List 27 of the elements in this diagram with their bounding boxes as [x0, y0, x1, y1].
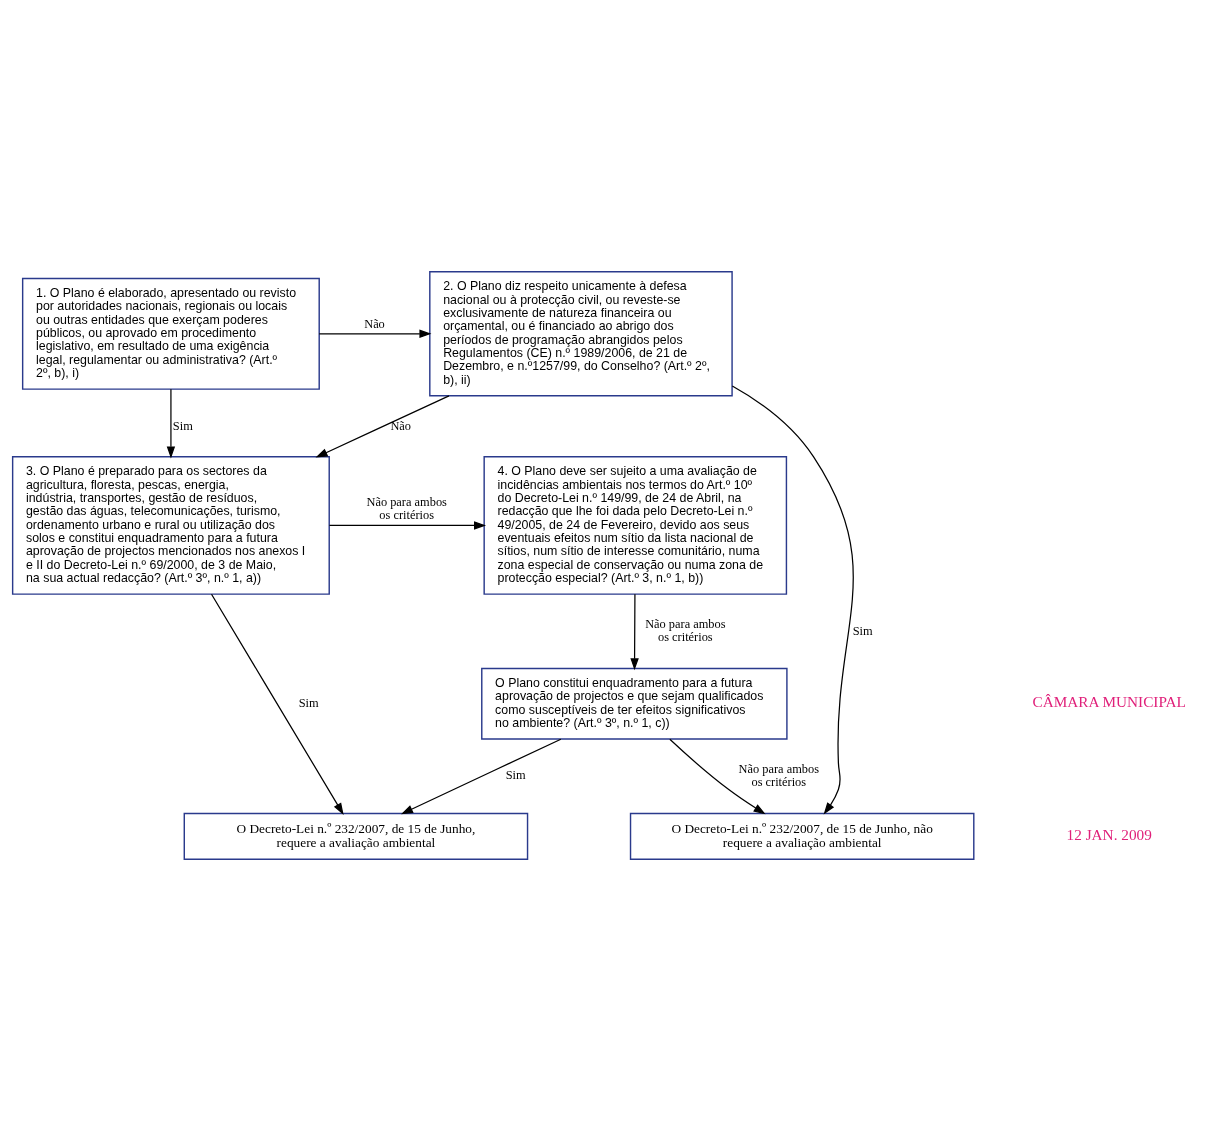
arrow	[210, 593, 344, 815]
node-box: 3. O Plano é preparado para os sectores da agricultura, floresta, pescas, energia, indústria, transportes, gestão de resíduos, gestão das águas, telecomunicações, turismo, ordenamento urbano e rural ou utilização dos solos e constitui enquadramento para a futura aprovação de projectos mencionados nos anexos I e II do Decreto-Lei n.º 69/2000, de 3 de Maio, na sua actual redacção? (Art.º 3º, n.º 1, a))	[11, 456, 330, 595]
node-box: O Decreto-Lei n.º 232/2007, de 15 de Junho, não requere a avaliação ambiental	[629, 812, 975, 860]
edge-label: Sim	[505, 768, 526, 783]
arrow	[669, 738, 766, 815]
label: CÂMARA MUNICIPAL	[1032, 693, 1186, 711]
arrow	[166, 388, 176, 459]
edge-label: Não para ambos os critérios	[366, 494, 447, 523]
node-box: 4. O Plano deve ser sujeito a uma avaliação de incidências ambientais nos termos do Art.º 10º do Decreto-Lei n.º 149/99, de 24 de Abril, na redacção que lhe foi dada pelo Decreto-Lei n.º 49/2005, de 24 de Fevereiro, devido aos seus eventuais efeitos num sítio da lista nacional de sítios, num sítio de interesse comunitário, numa zona especial de conservação ou numa zona de protecção especial? (Art.º 3, n.º 1, b))	[483, 456, 788, 595]
arrow	[315, 395, 450, 458]
edge-label: Não	[390, 418, 412, 433]
edge-label: Sim	[852, 623, 873, 638]
edge-label: Sim	[172, 418, 193, 433]
node-box: O Plano constitui enquadramento para a futura aprovação de projectos e que sejam qualificados como susceptíveis de ter efeitos significativos no ambiente? (Art.º 3º, n.º 1, c))	[481, 667, 788, 740]
edge-label: Não para ambos os critérios	[738, 761, 820, 790]
label: 12 JAN. 2009	[1066, 825, 1152, 843]
arrow	[401, 738, 562, 815]
arrow	[731, 385, 854, 815]
arrow	[328, 521, 487, 530]
edge-label: Não para ambos os critérios	[645, 616, 726, 645]
node-box: 2. O Plano diz respeito unicamente à defesa nacional ou à protecção civil, ou reveste-se exclusivamente de natureza financeira ou orçamental, ou é financiado ao abrigo dos períodos de programação abrangidos pelos Regulamentos (CE) n.º 1989/2006, de 21 de Dezembro, e n.º1257/99, do Conselho? (Art.º 2º, b), ii)	[429, 271, 733, 397]
node-box: 1. O Plano é elaborado, apresentado ou revisto por autoridades nacionais, regionais ou locais ou outras entidades que exerçam poderes públicos, ou aprovado em procedimento legislativo, em resultado de uma exigência legal, regulamentar ou administrativa? (Art.º 2º, b), i)	[21, 277, 320, 390]
arrow	[630, 593, 639, 671]
node-box: O Decreto-Lei n.º 232/2007, de 15 de Junho, requere a avaliação ambiental	[183, 812, 529, 860]
edge-label: Sim	[298, 696, 319, 710]
edge-label: Não	[364, 316, 385, 331]
arrow	[318, 329, 432, 338]
